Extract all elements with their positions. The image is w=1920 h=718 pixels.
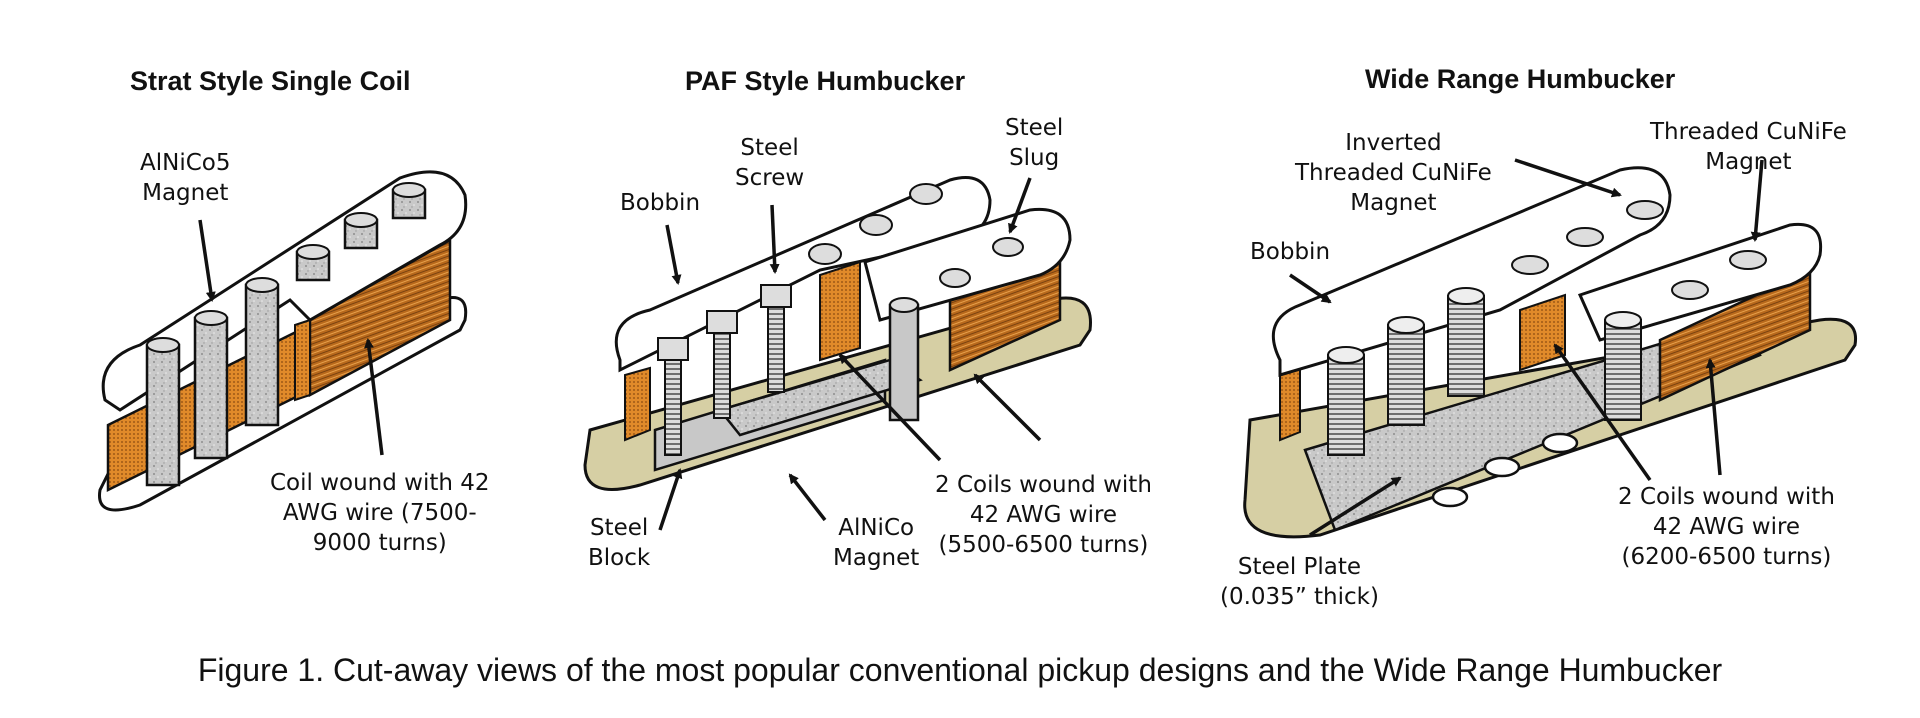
label-paf-bobbin: Bobbin <box>620 190 701 216</box>
label-steel-block: Steel Block <box>588 515 651 571</box>
arrow-magnet <box>198 219 216 302</box>
panel-title-strat: Strat Style Single Coil <box>130 66 411 96</box>
paf-alnico-magnet <box>717 358 923 437</box>
panel-title-paf: PAF Style Humbucker <box>685 66 966 96</box>
paf-slugs <box>888 237 1024 422</box>
label-steel-plate: Steel Plate (0.035” thick) <box>1220 554 1379 610</box>
arrow-coil <box>364 338 384 456</box>
paf-screws <box>657 183 943 456</box>
paf-bobbin-top-2 <box>863 207 1072 322</box>
label-inverted-cunife-magnet: Inverted Threaded CuNiFe Magnet <box>1295 130 1492 216</box>
label-strat-coil: Coil wound with 42 AWG wire (7500- 9000 … <box>270 470 490 556</box>
label-alnico5-magnet: AlNiCo5 Magnet <box>140 150 231 206</box>
strat-single-coil-drawing <box>98 170 468 512</box>
label-wrhb-bobbin: Bobbin <box>1250 239 1331 265</box>
label-alnico-magnet: AlNiCo Magnet <box>833 515 920 571</box>
wrhb-steel-plate <box>1303 318 1762 532</box>
wrhb-bobbin-top-1 <box>1271 166 1672 378</box>
panel-title-wide-range: Wide Range Humbucker <box>1365 64 1676 94</box>
label-wrhb-coils: 2 Coils wound with 42 AWG wire (6200-650… <box>1618 484 1835 570</box>
label-steel-slug: Steel Slug <box>1005 115 1064 171</box>
wide-range-humbucker-drawing <box>1243 158 1858 539</box>
label-steel-screw: Steel Screw <box>735 135 805 191</box>
wrhb-threaded-magnets <box>1327 200 1767 456</box>
label-cunife-magnet: Threaded CuNiFe Magnet <box>1650 119 1847 175</box>
strat-pole-pieces <box>145 182 427 487</box>
paf-humbucker-drawing <box>583 176 1092 531</box>
figure-caption: Figure 1. Cut-away views of the most pop… <box>197 652 1723 688</box>
label-paf-coils: 2 Coils wound with 42 AWG wire (5500-650… <box>935 472 1152 558</box>
